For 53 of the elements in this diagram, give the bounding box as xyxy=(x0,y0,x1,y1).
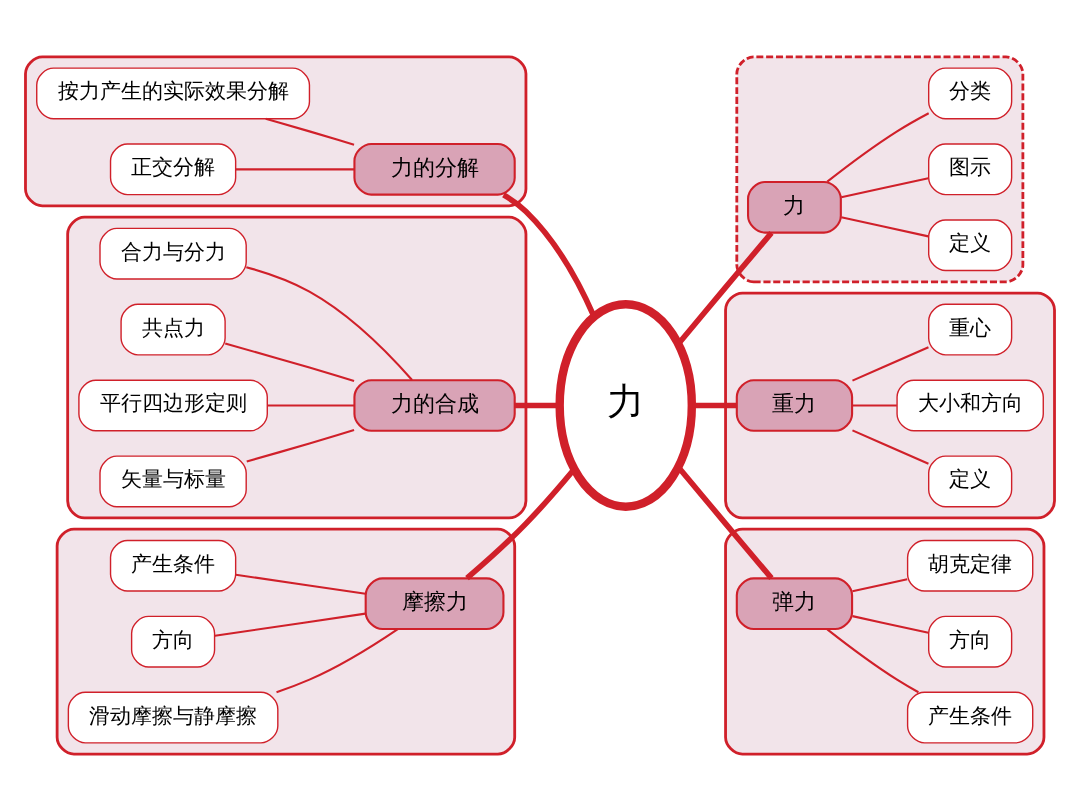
connector xyxy=(852,577,908,592)
connector xyxy=(224,342,355,382)
cluster xyxy=(724,291,1056,519)
connector xyxy=(692,402,737,408)
connector xyxy=(265,117,355,146)
node-box: 胡克定律 xyxy=(906,539,1034,592)
connector xyxy=(826,111,930,182)
cluster xyxy=(735,54,1025,283)
connector xyxy=(235,573,366,595)
node-box: 力 xyxy=(747,180,842,234)
connector xyxy=(852,345,929,382)
connector xyxy=(841,176,929,198)
node-box: 力的合成 xyxy=(353,378,516,432)
node-ellipse: 力 xyxy=(555,299,697,511)
connector xyxy=(246,265,413,381)
node-box: 分类 xyxy=(928,66,1013,119)
node-box: 定义 xyxy=(928,218,1013,271)
connector xyxy=(676,465,774,580)
node-box: 图示 xyxy=(928,142,1013,195)
node-box: 产生条件 xyxy=(109,539,237,592)
connector xyxy=(276,627,399,693)
node-box: 共点力 xyxy=(120,303,226,356)
connector xyxy=(214,612,366,637)
node-box: 大小和方向 xyxy=(896,379,1044,431)
node-box: 摩擦力 xyxy=(364,576,505,630)
node-box: 滑动摩擦与静摩擦 xyxy=(67,691,279,744)
node-box: 重心 xyxy=(928,303,1013,356)
connector xyxy=(826,627,919,693)
node-box: 力的分解 xyxy=(353,142,516,196)
node-box: 弹力 xyxy=(735,576,854,630)
node-box: 平行四边形定则 xyxy=(78,379,268,431)
connector xyxy=(267,403,355,407)
cluster xyxy=(24,54,528,207)
node-box: 定义 xyxy=(928,454,1013,507)
cluster xyxy=(55,527,517,756)
connector xyxy=(852,403,897,407)
node-box: 方向 xyxy=(928,615,1013,668)
node-box: 矢量与标量 xyxy=(99,454,247,507)
connector xyxy=(676,230,774,345)
connector xyxy=(852,614,929,634)
connector xyxy=(852,428,929,465)
node-box: 产生条件 xyxy=(906,691,1034,744)
connector xyxy=(841,215,929,237)
cluster xyxy=(66,215,528,519)
node-box: 按力产生的实际效果分解 xyxy=(36,66,311,119)
node-box: 合力与分力 xyxy=(99,227,247,280)
cluster xyxy=(724,527,1046,756)
connector xyxy=(502,191,597,318)
connector xyxy=(235,167,355,170)
node-box: 重力 xyxy=(735,378,854,432)
node-box: 正交分解 xyxy=(109,142,237,195)
connector xyxy=(246,428,355,462)
node-box: 方向 xyxy=(130,615,216,668)
